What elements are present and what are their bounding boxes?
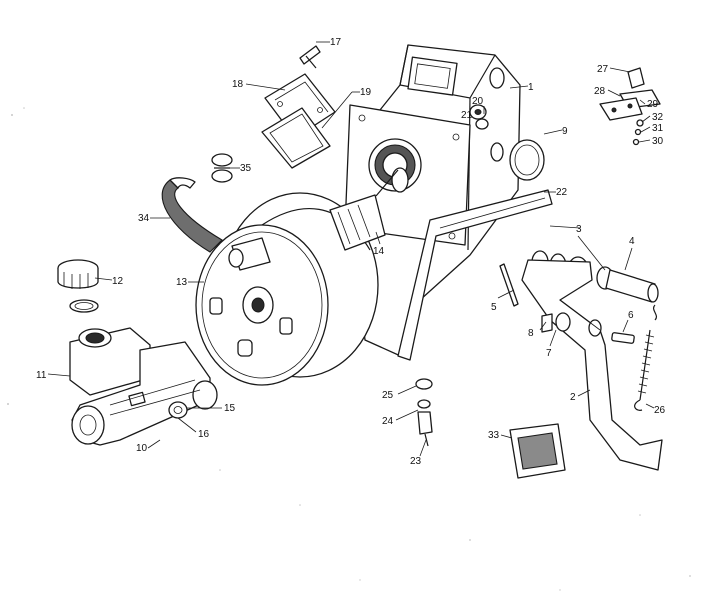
label-33: 33 [488,430,500,441]
label-17: 17 [330,37,342,48]
label-26-spring: 26 [654,405,666,416]
label-5: 5 [491,302,497,313]
label-23: 23 [410,456,422,467]
label-3: 3 [576,224,582,235]
clevis-pin [611,332,635,344]
label-10: 10 [136,443,148,454]
seal-ring [509,139,545,181]
label-28: 28 [594,86,606,97]
label-9: 9 [562,126,568,137]
label-31: 31 [652,123,664,134]
master-cylinder [69,327,218,446]
return-spring [634,304,658,411]
brake-servo [195,192,379,386]
label-21: 21 [461,110,473,121]
label-19: 19 [360,87,372,98]
label-2: 2 [570,392,576,403]
bleed-nut [168,401,188,419]
label-32: 32 [652,112,664,123]
servo-pushrod [329,167,409,251]
label-30: 30 [652,136,664,147]
gasket-strip [397,189,553,361]
leader-lines [47,41,655,457]
label-4: 4 [629,236,635,247]
label-13: 13 [176,277,188,288]
pivot-shaft [605,269,659,303]
label-35: 35 [240,163,252,174]
label-8: 8 [528,328,534,339]
cover-gasket [261,107,331,169]
label-7: 7 [546,348,552,359]
brake-pedal [521,259,663,471]
scan-specks [7,107,691,591]
label-20: 20 [472,96,484,107]
label-24: 24 [382,416,394,427]
cover-screw [299,45,321,69]
label-14: 14 [373,246,385,257]
label-25: 25 [382,390,394,401]
reservoir-cap [57,259,99,313]
nut-and-washer [469,104,489,130]
pedal-pad [509,423,566,479]
label-6: 6 [628,310,634,321]
clip-pin [541,313,553,333]
label-34: 34 [138,213,150,224]
vacuum-hose [161,177,223,253]
stop-light-switch [599,67,661,146]
mounting-bolt [415,378,433,447]
label-12: 12 [112,276,124,287]
label-18: 18 [232,79,244,90]
label-16: 16 [198,429,210,440]
label-11: 11 [36,370,47,381]
label-27: 27 [597,64,609,75]
reference-labels: 17 18 19 35 34 13 12 11 15 16 10 14 1 9 … [36,37,666,467]
label-15: 15 [224,403,236,414]
spacer-tube [499,263,519,307]
label-29: 29 [647,99,659,110]
label-22: 22 [556,187,568,198]
label-1: 1 [528,82,534,93]
hose-clip [211,153,233,183]
